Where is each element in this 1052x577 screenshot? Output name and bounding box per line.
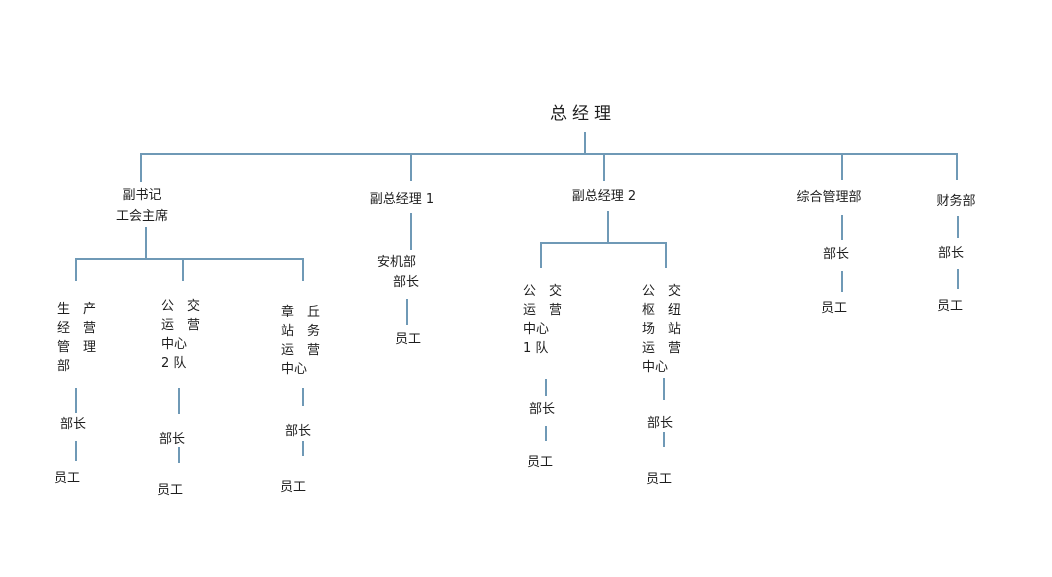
node-bus-ops-center-team1: 公 交 运 营 中心 1 队 [523, 284, 563, 356]
connector-line [663, 432, 665, 447]
node-bus-hub-station-ops-center: 公 交 枢 纽 场 站 运 营 中心 [642, 284, 682, 375]
manager-label: 部长 [528, 402, 555, 417]
manager-label: 部长 [392, 275, 419, 290]
connector-line [178, 388, 180, 414]
connector-line [410, 153, 412, 181]
connector-line [663, 378, 665, 400]
connector-line [302, 258, 304, 281]
connector-line [140, 153, 957, 155]
connector-line [302, 441, 304, 456]
connector-line [957, 269, 959, 289]
node-bus-ops-center-team2: 公 交 运 营 中心 2 队 [161, 299, 201, 371]
connector-line [75, 258, 77, 281]
connector-line [545, 379, 547, 396]
connector-line [182, 258, 184, 281]
staff-label: 员工 [156, 483, 183, 498]
staff-label: 员工 [820, 301, 847, 316]
connector-line [957, 216, 959, 238]
node-production-management-dept: 生 产 经 营 管 理 部 [57, 302, 97, 374]
staff-label: 员工 [526, 455, 553, 470]
connector-line [75, 441, 77, 461]
node-deputy-gm-2: 副总经理 2 [571, 189, 637, 204]
node-deputy-gm-1: 副总经理 1 [369, 192, 435, 207]
connector-line [841, 271, 843, 292]
connector-line [584, 132, 586, 153]
connector-line [665, 242, 667, 268]
manager-label: 部长 [158, 432, 185, 447]
node-general-manager: 总经理 [550, 104, 616, 124]
manager-label: 部长 [937, 246, 964, 261]
connector-line [540, 242, 666, 244]
connector-line [545, 426, 547, 441]
connector-line [956, 153, 958, 180]
connector-line [145, 227, 147, 258]
node-finance-dept: 财务部 [936, 194, 976, 209]
manager-label: 部长 [822, 247, 849, 262]
node-anji-dept: 安机部 [377, 255, 417, 270]
connector-line [841, 215, 843, 240]
connector-line [410, 213, 412, 250]
connector-line [178, 447, 180, 463]
node-deputy-secretary: 副书记 工会主席 [115, 188, 168, 224]
connector-line [75, 388, 77, 413]
node-zhangqiu-station-ops-center: 章 丘 站 务 运 营 中心 [281, 305, 321, 377]
connector-line [140, 153, 142, 182]
connector-line [302, 388, 304, 406]
connector-line [75, 258, 302, 260]
connector-line [841, 153, 843, 180]
manager-label: 部长 [59, 417, 86, 432]
staff-label: 员工 [645, 472, 672, 487]
node-general-admin-dept: 综合管理部 [796, 190, 862, 205]
manager-label: 部长 [284, 424, 311, 439]
connector-line [603, 153, 605, 181]
staff-label: 员工 [279, 480, 306, 495]
staff-label: 员工 [53, 471, 80, 486]
connector-line [406, 299, 408, 325]
staff-label: 员工 [394, 332, 421, 347]
connector-line [540, 242, 542, 268]
manager-label: 部长 [646, 416, 673, 431]
staff-label: 员工 [936, 299, 963, 314]
connector-line [607, 211, 609, 242]
